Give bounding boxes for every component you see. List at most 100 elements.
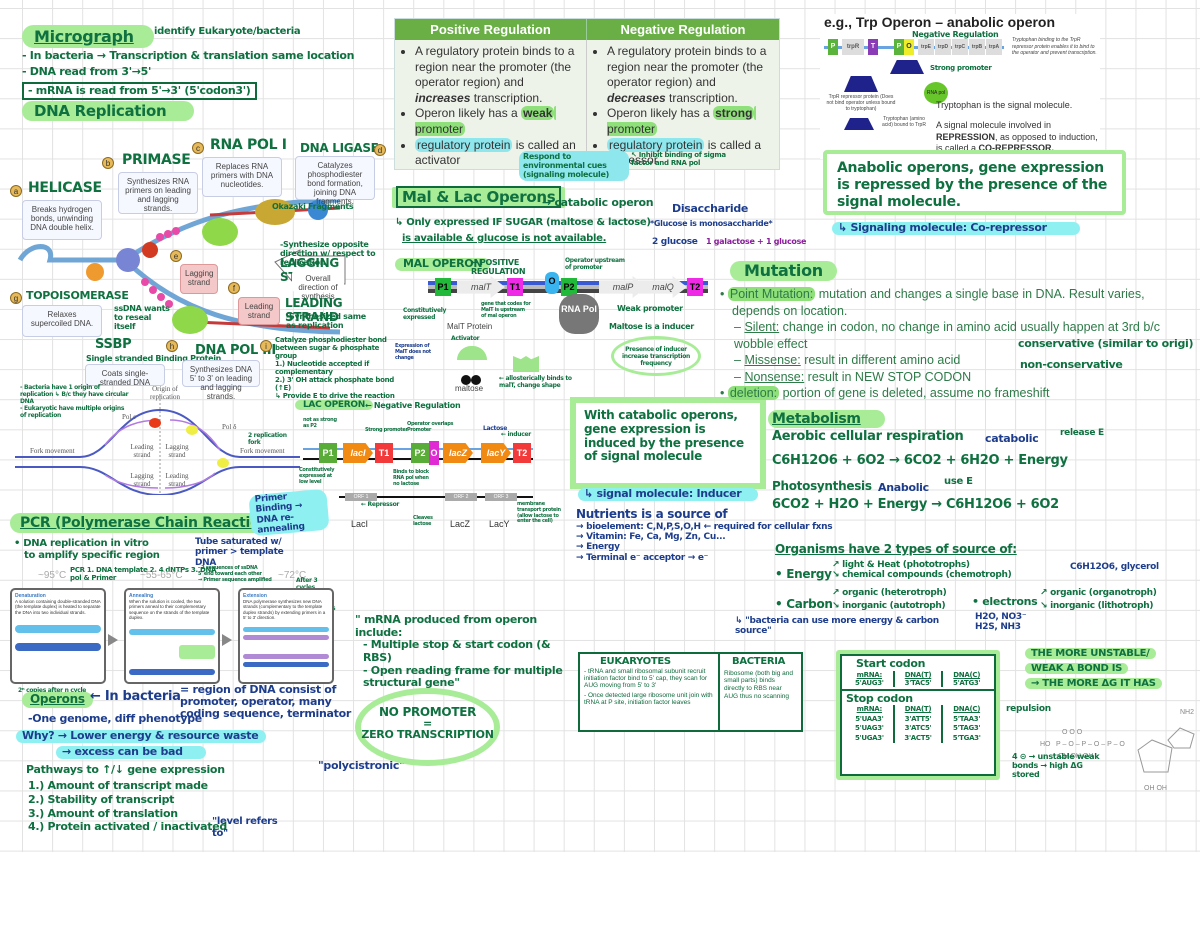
pcr-component: PCR (70, 566, 85, 574)
lagging-strand-box: Lagging strand (180, 264, 218, 294)
pol3-note: 1.) Nucleotide accepted if complementary (275, 360, 370, 377)
negative-regulation-header: Negative Regulation (587, 19, 779, 40)
strand-label: Leading strand (165, 472, 189, 488)
carbon-options: ↗ organic (heterotroph) ↘ inorganic (aut… (832, 588, 947, 612)
corep-pre: A signal molecule involved in (936, 120, 1052, 130)
repressor-shape (844, 76, 878, 92)
ssbp-box: Coats single-stranded DNA (85, 364, 165, 387)
lac-gene-p1: P1 (319, 443, 337, 463)
positive-item: A regulatory protein binds to a region n… (415, 44, 578, 106)
dna-t-header: DNA(T) (904, 705, 932, 714)
pcr-arrow (222, 634, 232, 646)
mal-gene-t2: T2 (687, 278, 703, 296)
mal-gene-p2: P2 (561, 278, 577, 296)
trp-gene-strip: P trpR T P O trpE trpD trpC trpB trpA Tr… (824, 37, 1100, 57)
pol3-note: ↳ Provide E to drive the reaction (275, 392, 395, 401)
mal-lac-title: Mal & Lac Operons (392, 186, 566, 209)
electron-options: ↗ organic (organotroph) ↘ inorganic (lit… (1040, 588, 1157, 612)
corep-bold-corepressor: CO-REPRESSOR. (978, 143, 1055, 154)
electron-examples: H2O, NO3⁻ H2S, NH3 (975, 612, 1027, 633)
notebook-page: Micrograph identify Eukaryote/bacteria -… (0, 0, 1200, 852)
organisms-title: Organisms have 2 types of source of: (775, 542, 1017, 556)
atp-note-line: THE MORE UNSTABLE/ (1025, 648, 1156, 659)
trp-caption: Tryptophan binding to the TrpR repressor… (1012, 37, 1097, 57)
mal-constitutive: Constitutively expressed (403, 307, 447, 321)
trp-signal-text: Tryptophan is the signal molecule. (936, 100, 1073, 110)
helicase-box: Breaks hydrogen bonds, unwinding DNA dou… (22, 200, 102, 240)
lagging-note: -Synthesize opposite direction w/ respec… (280, 240, 376, 268)
trp-gene-trpD: trpD (935, 39, 951, 56)
label-h: h (166, 340, 178, 352)
strong-promoter-note: Strong promoter (930, 64, 992, 72)
nutrient-item: → bioelement: C,N,P,S,O,H ← required for… (576, 521, 833, 532)
helicase-title: HELICASE (28, 180, 102, 196)
mrna-title: " mRNA produced from operon include: (355, 613, 537, 639)
mal-gene-malQ: malQ (639, 276, 687, 298)
stop-dna-c: 5'TAG3' (953, 724, 981, 733)
energy-option: ↗ light & Heat (phototrophs) (832, 560, 970, 570)
pathway-item: 4.) Protein activated / inactivated (28, 820, 227, 834)
nonsense-mutation: – Nonsense: result in NEW STOP CODON (734, 369, 972, 384)
lac-protein-lacy: LacY (489, 519, 510, 529)
trp-shape (844, 118, 874, 130)
stop-codon-section: Stop codon mRNA:5'UAA3'5'UAG3'5'UGA3' DN… (842, 691, 994, 745)
bacteria-note: ↳ "bacteria can use more energy & carbon… (735, 616, 939, 637)
label-g: g (10, 292, 22, 304)
lac-operator-overlaps: Operator overlaps Promoter (407, 421, 454, 433)
metabolism-title: Metabolism (768, 410, 885, 429)
pol-delta-label: Pol δ (222, 423, 237, 431)
equals-sign: = (423, 716, 432, 730)
photosynthesis-equation: 6CO2 + H2O + Energy → C6H12O6 + 6O2 (772, 497, 1059, 512)
mal-gene-malP: malP (599, 276, 647, 298)
maltose-label: maltose (455, 384, 484, 393)
nutrients-section: Nutrients is a source of → bioelement: C… (576, 507, 906, 563)
trp-operon-panel: e.g., Trp Operon – anabolic operon Negat… (820, 14, 1100, 159)
electron-option: ↗ organic (organotroph) (1040, 588, 1157, 598)
lac-gene-lacY: lacY (481, 443, 511, 463)
start-codon-row: mRNA:5'AUG3' DNA(T)3'TAC5' DNA(C)5'ATG3' (846, 670, 990, 687)
lac-gene-t1: T1 (375, 443, 393, 463)
nutrient-item: → Terminal e⁻ acceptor → e⁻ (576, 552, 709, 563)
atp-note: 4 ⊝ → unstable weak bonds → high ΔG stor… (1012, 752, 1100, 780)
mrna-header: mRNA: (856, 705, 883, 714)
primer-note: → Primer sequence amplified (198, 576, 272, 583)
stop-dna-c: 5'TGA3' (952, 733, 981, 742)
pcr-step-text: When the solution is cooled, the two pri… (129, 599, 210, 621)
trp-corepressor-text: A signal molecule involved in REPRESSION… (936, 120, 1098, 155)
mal-operon-diagram: MAL OPERON ← POSITIVE REGULATION Operato… (395, 257, 725, 398)
pcr-component: 2. 4 dNTPs (149, 566, 189, 574)
trp-gene-p: P (828, 39, 838, 56)
svg-text:P – O – P – O – P – O: P – O – P – O – P – O (1056, 741, 1125, 748)
inducer-note: Presence of inducer increase transcripti… (611, 336, 701, 376)
allosteric-note: ← allosterically binds to malT, change s… (499, 375, 572, 389)
regulation-table: Positive Regulation Negative Regulation … (394, 18, 780, 181)
pcr-step-title: Denaturation (15, 593, 46, 599)
stop-dna-t: 3'ATT5' (904, 714, 932, 723)
mrna-item: - Open reading frame for multiple struct… (363, 663, 563, 690)
positive-regulation-header: Positive Regulation (395, 19, 587, 40)
no-promoter-text: NO PROMOTER (378, 705, 477, 719)
deletion-mutation: • deletion: portion of gene is deleted, … (720, 386, 1050, 400)
pcr-step-denaturation: Denaturation A solution containing doubl… (10, 588, 106, 684)
pcr-temp-2: ~55-65°C (140, 570, 183, 581)
pcr-notes: • DNA replication in vitro to amplify sp… (14, 538, 160, 561)
dna-pol-iii-box: Synthesizes DNA 5' to 3' on leading and … (182, 360, 260, 401)
label-i: i (260, 340, 272, 352)
pcr-component: 3. DNA pol & Primer (70, 566, 217, 583)
pcr-temp-1: ~95°C (38, 570, 67, 581)
stop-dna-t: 3'ATC5' (904, 724, 932, 733)
lac-binds-note: Binds to block RNA pol when no lactose (393, 469, 429, 487)
silent-mutation: – Silent: change in codon, no change in … (734, 320, 1161, 351)
mrna-item: - Multiple stop & start codon (& RBS) (363, 638, 551, 664)
atp-unstable-notes: THE MORE UNSTABLE/ WEAK A BOND IS → THE … (1025, 646, 1162, 691)
dna-ligase-box: Catalyzes phosphodiester bond formation,… (295, 156, 375, 206)
trp-gene-trpB: trpB (969, 39, 985, 56)
energy-option: ↘ chemical compounds (chemotroph) (832, 570, 1012, 581)
origin-bubble-svg (15, 395, 300, 495)
catabolic-label: → catabolic operon (542, 196, 654, 209)
lac-orf-line (339, 496, 533, 498)
eukaryotes-item: - tRNA and small ribosomal subunit recru… (584, 667, 708, 690)
trp-title: e.g., Trp Operon – anabolic operon (824, 14, 1056, 30)
lac-orf-2: ORF 2 (445, 493, 477, 501)
fork-note: 2 replication fork (248, 432, 287, 446)
